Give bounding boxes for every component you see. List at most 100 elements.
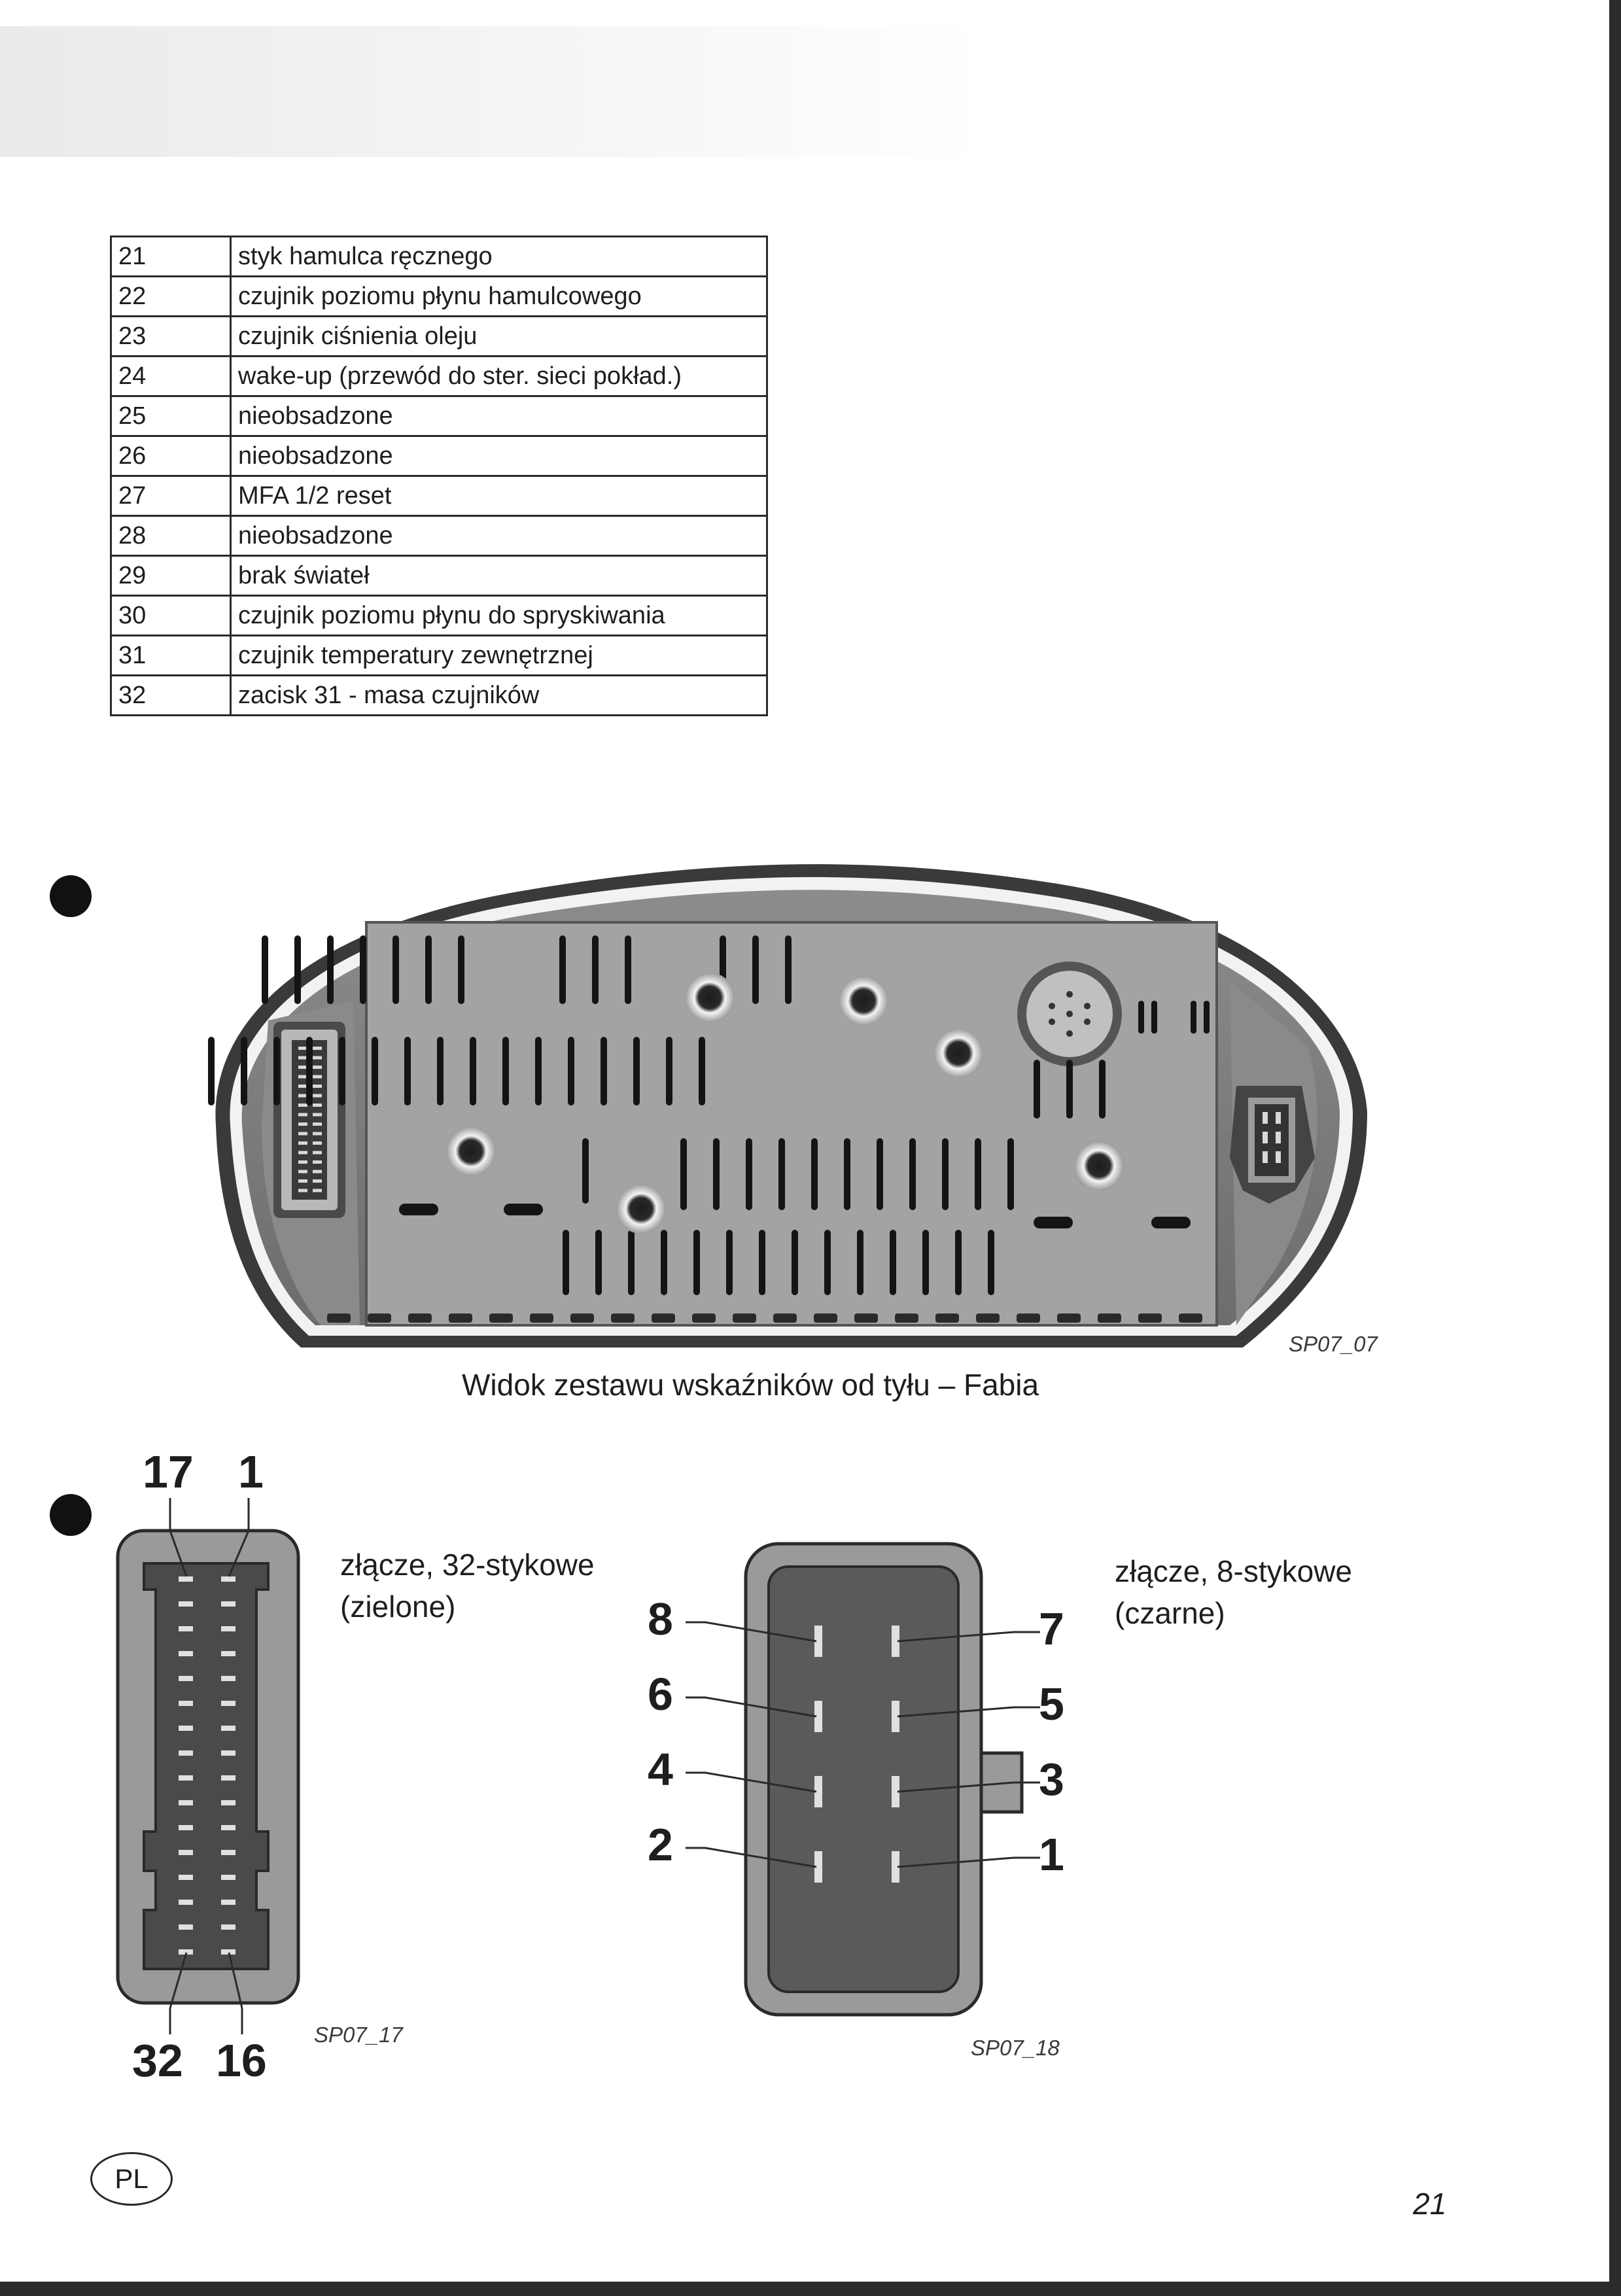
connector-pin [179,1850,193,1855]
connector-pin [313,1160,322,1164]
vent-slot [666,1037,672,1105]
connector-pin [221,1775,235,1781]
connector-pin [221,1949,235,1955]
contact-point [685,973,735,1022]
vent-slot [582,1138,589,1204]
connector-pin [221,1701,235,1706]
vent-slot [1007,1138,1014,1210]
connector-pin [221,1626,235,1631]
housing-tab [733,1313,756,1323]
vent-slot [1034,1217,1073,1228]
connector-8-pin-diagram [686,1542,1040,2017]
scan-edge-right [1609,0,1621,2296]
vent-slot [241,1037,247,1105]
connector-8-ref: SP07_18 [971,2036,1060,2060]
pin-description-cell: wake-up (przewód do ster. sieci pokład.) [230,355,768,397]
vent-slot [909,1138,916,1210]
vent-slot [693,1230,700,1295]
connector-pin [221,1576,235,1582]
housing-tab [327,1313,351,1323]
vent-slot [208,1037,215,1105]
pin-description-cell: zacisk 31 - masa czujników [230,674,768,716]
pin-description-cell: czujnik temperatury zewnętrznej [230,635,768,676]
pin-number-cell: 24 [110,355,232,397]
connector-pin [221,1875,235,1880]
connector-pin [892,1626,899,1657]
vent-slot [792,1230,798,1295]
vent-slot [877,1138,883,1210]
connector-pin [313,1179,322,1183]
connector-pin [179,1750,193,1756]
connector-32-label-line1: złącze, 32-stykowe [340,1548,595,1582]
connector-pin [221,1850,235,1855]
vent-slot [713,1138,720,1210]
connector-pin [179,1875,193,1880]
connector-pin [298,1047,307,1050]
connector-pin [179,1775,193,1781]
housing-tab [1138,1313,1162,1323]
pin-label-17: 17 [143,1446,194,1497]
connector-pin [814,1851,822,1883]
vent-slot [327,935,334,1004]
connector-pin [221,1800,235,1805]
connector-pin [298,1151,307,1155]
connector-pin [179,1601,193,1607]
connector-pin [313,1066,322,1069]
pin-label-32: 32 [132,2035,183,2086]
pin-number-cell: 21 [110,235,232,277]
vent-slot [975,1138,981,1210]
housing-tab [1179,1313,1202,1323]
vent-slot [504,1204,543,1215]
pin-description-cell: nieobsadzone [230,395,768,437]
vent-slot [601,1037,607,1105]
pin-description-cell: czujnik poziomu płynu hamulcowego [230,275,768,317]
leader-line [686,1621,817,1643]
leader-line [897,1781,1040,1793]
connector-32-label-line2: (zielone) [340,1590,456,1624]
vent-slot [633,1037,640,1105]
vent-slot [778,1138,785,1210]
vent-slot [262,935,268,1004]
pin-label-8: 8 [648,1593,673,1644]
vent-slot [699,1037,705,1105]
vent-slot [1099,1060,1106,1119]
instrument-cluster-rear-view [208,864,1368,1348]
connector-32-label: złącze, 32-stykowe (zielone) [340,1544,595,1627]
bullet-point [50,1494,92,1536]
connector-pin [298,1189,307,1192]
connector-pin [298,1141,307,1145]
vent-slot [1204,1001,1210,1034]
pin-description-cell: MFA 1/2 reset [230,475,768,517]
vent-slot [955,1230,962,1295]
connector-pin [179,1726,193,1731]
vent-slot [824,1230,831,1295]
connector-pin [313,1141,322,1145]
contact-point [933,1028,983,1078]
vent-slot [726,1230,733,1295]
connector-pin [892,1851,899,1883]
connector-pin [313,1189,322,1192]
pin-number-cell: 27 [110,475,232,517]
housing-tab [895,1313,918,1323]
connector-pin [221,1601,235,1607]
vent-slot [592,935,599,1004]
leader-line [686,1847,817,1868]
connector-pin [814,1776,822,1807]
connector-pin [179,1924,193,1930]
vent-slot [857,1230,863,1295]
housing-tab [611,1313,635,1323]
leader-line [897,1631,1040,1643]
pin-label-3: 3 [1039,1754,1064,1805]
cluster-figure-ref: SP07_07 [1289,1332,1378,1356]
connector-pin [179,1800,193,1805]
housing-tab [368,1313,391,1323]
connector-pin [179,1949,193,1955]
vent-slot [306,1037,313,1105]
vent-slot [399,1204,438,1215]
vent-slot [372,1037,378,1105]
connector-pin [313,1075,322,1079]
